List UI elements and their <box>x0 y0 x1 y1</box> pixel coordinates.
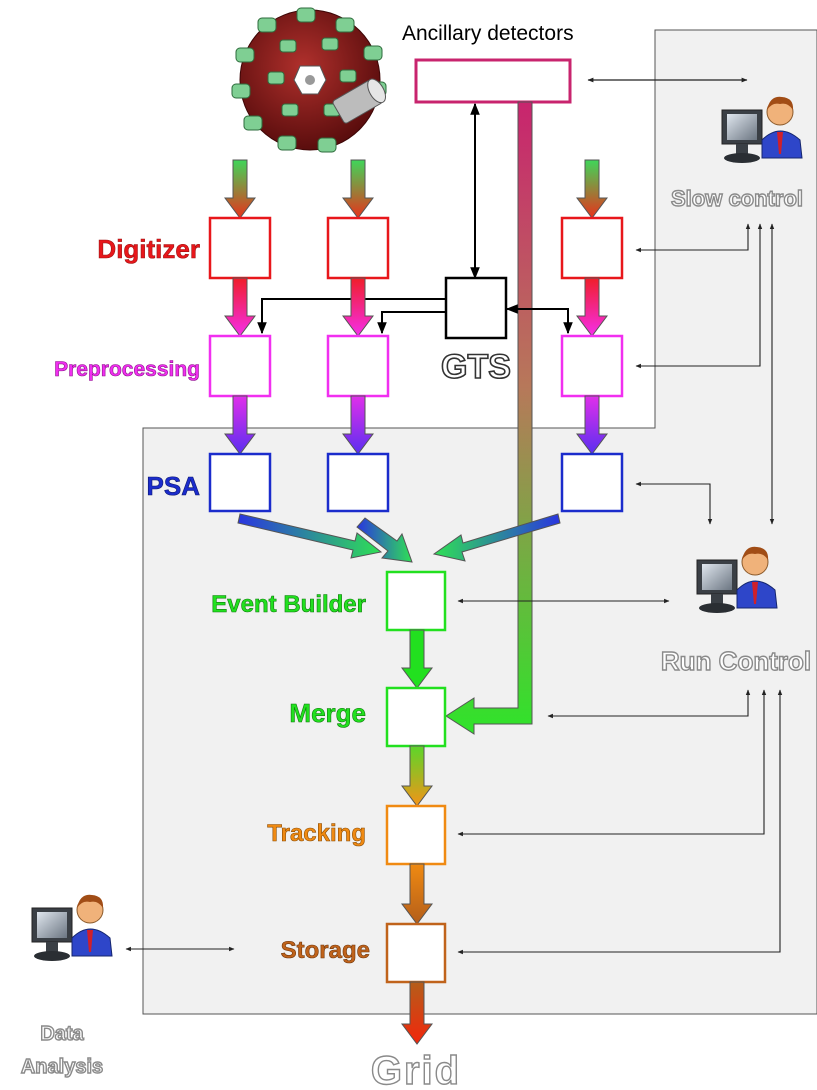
gts-box <box>444 276 508 340</box>
psa-to-event-builder-arrows <box>237 513 561 563</box>
gts-link-middle <box>377 311 446 335</box>
psa-row <box>208 452 624 513</box>
gts-link-right-out <box>532 308 573 335</box>
gts-label: GTS <box>441 348 511 386</box>
ancillary-detectors-box <box>414 58 572 104</box>
digitizer-label: Digitizer <box>97 234 200 264</box>
tracking-to-storage-arrow <box>401 863 433 925</box>
merge-to-tracking-arrow <box>401 745 433 807</box>
event-builder-box <box>385 570 447 632</box>
storage-box <box>385 922 447 984</box>
digitizer-to-preprocessing-arrows <box>224 277 608 337</box>
run-control-label: Run Control <box>661 646 811 676</box>
tracking-box <box>385 804 447 866</box>
gts-link-left <box>257 298 446 335</box>
digitizer-row <box>208 216 624 280</box>
event-builder-label: Event Builder <box>211 591 366 618</box>
storage-label: Storage <box>281 937 370 964</box>
germanium-detector-array-icon <box>231 7 387 153</box>
data-analysis-label-line2: Analysis <box>21 1056 103 1078</box>
slow-control-operator-icon <box>721 96 803 163</box>
data-analysis-label-line1: Data <box>40 1023 84 1045</box>
data-analysis-operator-icon <box>31 894 113 961</box>
preprocessing-label: Preprocessing <box>54 358 200 381</box>
ancillary-detectors-title: Ancillary detectors <box>402 22 574 45</box>
storage-to-grid-arrow <box>401 981 433 1045</box>
run-control-operator-icon <box>696 546 778 613</box>
event-builder-to-merge-arrow <box>401 629 433 689</box>
merge-box <box>385 686 447 748</box>
grid-label: Grid <box>371 1049 461 1090</box>
detector-to-digitizer-arrows <box>224 159 608 219</box>
slow-control-label: Slow control <box>671 186 803 211</box>
merge-label: Merge <box>289 698 366 728</box>
control-connections <box>125 223 783 955</box>
preprocessing-to-psa-arrows <box>224 395 608 455</box>
tracking-label: Tracking <box>267 820 366 847</box>
preprocessing-row <box>208 334 624 398</box>
psa-label: PSA <box>147 471 201 501</box>
